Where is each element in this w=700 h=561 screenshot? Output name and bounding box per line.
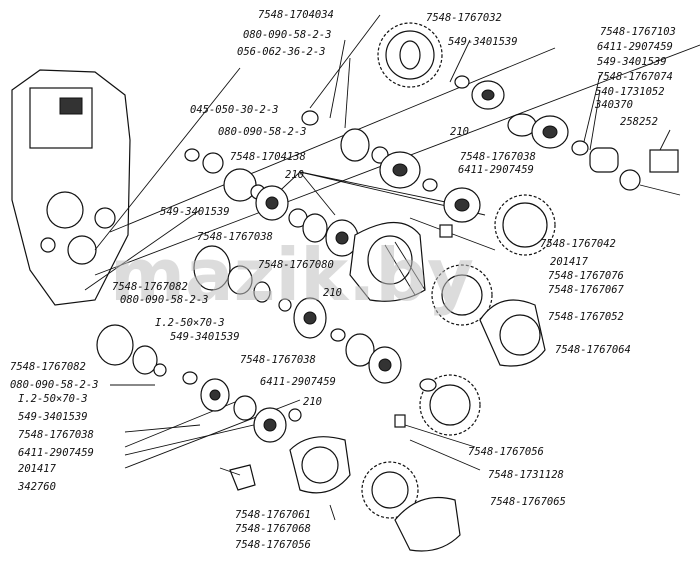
part-label: 7548-1731128: [488, 469, 564, 481]
part-label: 201417: [18, 463, 57, 475]
part-label: I.2-50×70-3: [155, 317, 225, 329]
part-label: 210: [323, 287, 342, 299]
part-label: 7548-1767082: [10, 361, 86, 373]
part-label: 7548-1767082: [112, 281, 188, 293]
part-label: 080-090-58-2-3: [243, 29, 332, 41]
part-label: 7548-1767080: [258, 259, 334, 271]
part-label: 080-090-58-2-3: [10, 379, 99, 391]
part-label: 342760: [17, 481, 56, 493]
central-cover: [349, 222, 426, 302]
part-label: 7548-1767068: [235, 523, 311, 535]
part-label: 045-050-30-2-3: [190, 104, 279, 116]
watermark: mazik.by: [110, 233, 474, 317]
part-label: 210: [303, 396, 322, 408]
part-label: 7548-1767065: [490, 496, 566, 508]
part-label: 7548-1704034: [258, 9, 334, 21]
part-label: 7548-1767038: [18, 429, 94, 441]
part-label: 549-3401539: [448, 36, 518, 48]
part-label: 7548-1767064: [555, 344, 631, 356]
part-label: 210: [285, 169, 304, 181]
part-label: I.2-50×70-3: [18, 393, 88, 405]
part-label: 6411-2907459: [18, 447, 94, 459]
part-label: 6411-2907459: [260, 376, 336, 388]
part-label: 7548-1767038: [197, 231, 273, 243]
part-label: 7548-1767052: [548, 311, 624, 323]
part-label: 210: [450, 126, 469, 138]
top-gear: [377, 22, 443, 88]
part-label: 201417: [550, 256, 589, 268]
part-label: 7548-1767038: [240, 354, 316, 366]
part-label: 7548-1767056: [468, 446, 544, 458]
part-label: 7548-1704138: [230, 151, 306, 163]
part-label: 7548-1767103: [600, 26, 676, 38]
part-label: 258252: [620, 116, 658, 128]
right-gears: [431, 194, 556, 367]
part-label: 6411-2907459: [597, 41, 673, 53]
part-label: 540-1731052: [595, 86, 665, 98]
gearbox-housing: [11, 69, 131, 306]
part-labels: 7548-1704034 7548-1767032 080-090-58-2-3…: [10, 9, 676, 551]
part-label: 7548-1767038: [460, 151, 536, 163]
part-label: 7548-1767074: [597, 71, 673, 83]
part-label: 6411-2907459: [458, 164, 534, 176]
part-label: 7548-1767061: [235, 509, 311, 521]
lower-gears: [219, 374, 481, 552]
part-label: 056-062-36-2-3: [237, 46, 326, 58]
part-label: 549-3401539: [170, 331, 240, 343]
part-label: 7548-1767032: [426, 12, 502, 24]
part-label: 7548-1767056: [235, 539, 311, 551]
lower-shaft-parts: [96, 245, 402, 443]
part-label: 7548-1767042: [540, 238, 616, 250]
part-label: 340370: [594, 99, 633, 111]
part-label: 7548-1767076: [548, 270, 624, 282]
part-label: 549-3401539: [160, 206, 230, 218]
part-label: 080-090-58-2-3: [120, 294, 209, 306]
part-label: 080-090-58-2-3: [218, 126, 307, 138]
part-label: 549-3401539: [597, 56, 667, 68]
part-label: 7548-1767067: [548, 284, 625, 296]
part-label: 549-3401539: [18, 411, 88, 423]
middle-shaft-parts: [184, 148, 481, 257]
